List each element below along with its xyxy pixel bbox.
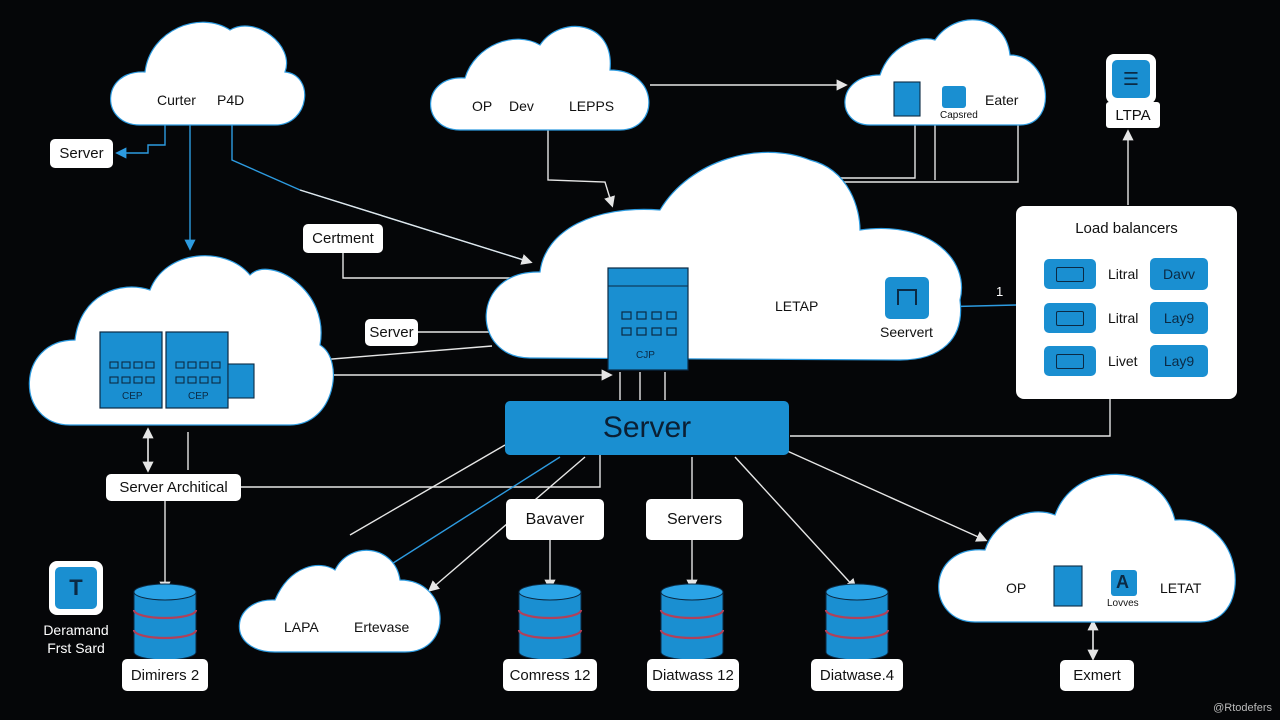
connector-line xyxy=(829,122,916,188)
cloud-top-center-text-2: Dev xyxy=(509,98,534,114)
cloud-bottom-right-icon-letter: A xyxy=(1116,572,1129,592)
app-icon-bottom-left: T xyxy=(49,561,103,615)
cloud-bottom-right-text-2: LETAT xyxy=(1160,580,1202,596)
cloud-center-rack-caption: CJP xyxy=(636,350,655,361)
app-icon-top-right-caption: LTPA xyxy=(1106,102,1160,128)
server-stack-icon: ☰ xyxy=(1112,60,1150,98)
label-server-left: Server xyxy=(50,139,113,168)
connector-line xyxy=(299,189,533,265)
cloud-top-right-text-1: Eater xyxy=(985,92,1019,108)
label-exmert: Exmert xyxy=(1060,660,1134,691)
label-server-architical: Server Architical xyxy=(106,474,241,501)
cloud-top-left-text-1: Curter xyxy=(157,92,196,108)
lb-row-1-icon xyxy=(1044,259,1096,289)
cloud-center-icon-caption: Seervert xyxy=(880,324,933,340)
load-balancers-title: Load balancers xyxy=(1075,220,1178,237)
server-rack-left-1 xyxy=(99,331,163,409)
connector-line xyxy=(317,345,493,365)
connection-lines xyxy=(115,79,1134,661)
database-label-3: Diatwass 12 xyxy=(647,659,739,691)
lb-row-1-button[interactable]: Davv xyxy=(1150,258,1208,290)
connector-line xyxy=(240,455,601,488)
lb-row-2-icon xyxy=(1044,303,1096,333)
cloud-top-center xyxy=(430,25,650,131)
watermark: @Rtodefers xyxy=(1213,702,1272,714)
cloud-mid-left-rack2-caption: CEP xyxy=(188,391,209,402)
cloud-bottom-left-text-2: Ertevase xyxy=(354,619,410,635)
connector-line xyxy=(547,130,615,208)
server-rack-left-2 xyxy=(165,331,255,409)
app-icon-bottom-left-caption-1: Deramand xyxy=(43,622,109,638)
lb-row-2-button[interactable]: Lay9 xyxy=(1150,302,1208,334)
cloud-bottom-left xyxy=(238,549,441,653)
database-label-4: Diatwase.4 xyxy=(811,659,903,691)
cloud-center-text-1: LETAP xyxy=(775,298,819,314)
connector-line xyxy=(115,120,166,159)
cloud-center xyxy=(485,151,963,361)
load-balancers-panel: Load balancers Litral Davv Litral Lay9 L… xyxy=(1016,206,1237,399)
server-icon-center xyxy=(885,277,929,319)
app-tile-icon: T xyxy=(55,567,97,609)
connector-line xyxy=(835,122,1019,183)
cloud-top-center-text-1: OP xyxy=(472,98,493,114)
connector-line xyxy=(389,456,561,566)
cloud-bottom-right-caption: Lovves xyxy=(1107,598,1139,609)
cloud-mid-left-rack1-caption: CEP xyxy=(122,391,143,402)
cloud-top-right-caption: Capsred xyxy=(940,110,978,121)
server-rack-top-right xyxy=(893,81,966,117)
label-servers: Servers xyxy=(646,499,743,540)
database-icon xyxy=(132,583,198,661)
database-label-1: Dimirers 2 xyxy=(122,659,208,691)
lb-row-3-button[interactable]: Lay9 xyxy=(1150,345,1208,377)
cloud-top-left-text-2: P4D xyxy=(217,92,245,108)
connector-line xyxy=(790,399,1111,437)
lb-row-2-label: Litral xyxy=(1108,310,1139,326)
label-certment: Certment xyxy=(303,224,383,253)
database-label-2: Comress 12 xyxy=(503,659,597,691)
cloud-bottom-right-text-1: OP xyxy=(1006,580,1027,596)
database-icon xyxy=(517,583,583,661)
database-icon xyxy=(659,583,725,661)
databases xyxy=(132,583,890,661)
lb-row-3-label: Livet xyxy=(1108,353,1138,369)
server-rack-bottom-right xyxy=(1053,565,1137,607)
cloud-top-left xyxy=(110,21,306,126)
connector-line xyxy=(784,449,988,542)
label-server-mid: Server xyxy=(365,319,418,346)
connector-label: 1 xyxy=(996,284,1004,299)
app-icon-bottom-left-caption-2: Frst Sard xyxy=(47,640,105,656)
app-icon-top-right: ☰ xyxy=(1106,54,1156,104)
connector-line xyxy=(349,444,506,536)
connector-line xyxy=(734,456,857,591)
cloud-top-center-text-3: LEPPS xyxy=(569,98,615,114)
cloud-bottom-right xyxy=(938,473,1236,623)
connector-line xyxy=(342,252,515,279)
cloud-bottom-left-text-1: LAPA xyxy=(284,619,319,635)
database-icon xyxy=(824,583,890,661)
lb-row-1-label: Litral xyxy=(1108,266,1139,282)
lb-row-3-icon xyxy=(1044,346,1096,376)
label-bavaver: Bavaver xyxy=(506,499,604,540)
server-bar: Server xyxy=(505,401,789,455)
server-rack-center xyxy=(607,267,689,371)
